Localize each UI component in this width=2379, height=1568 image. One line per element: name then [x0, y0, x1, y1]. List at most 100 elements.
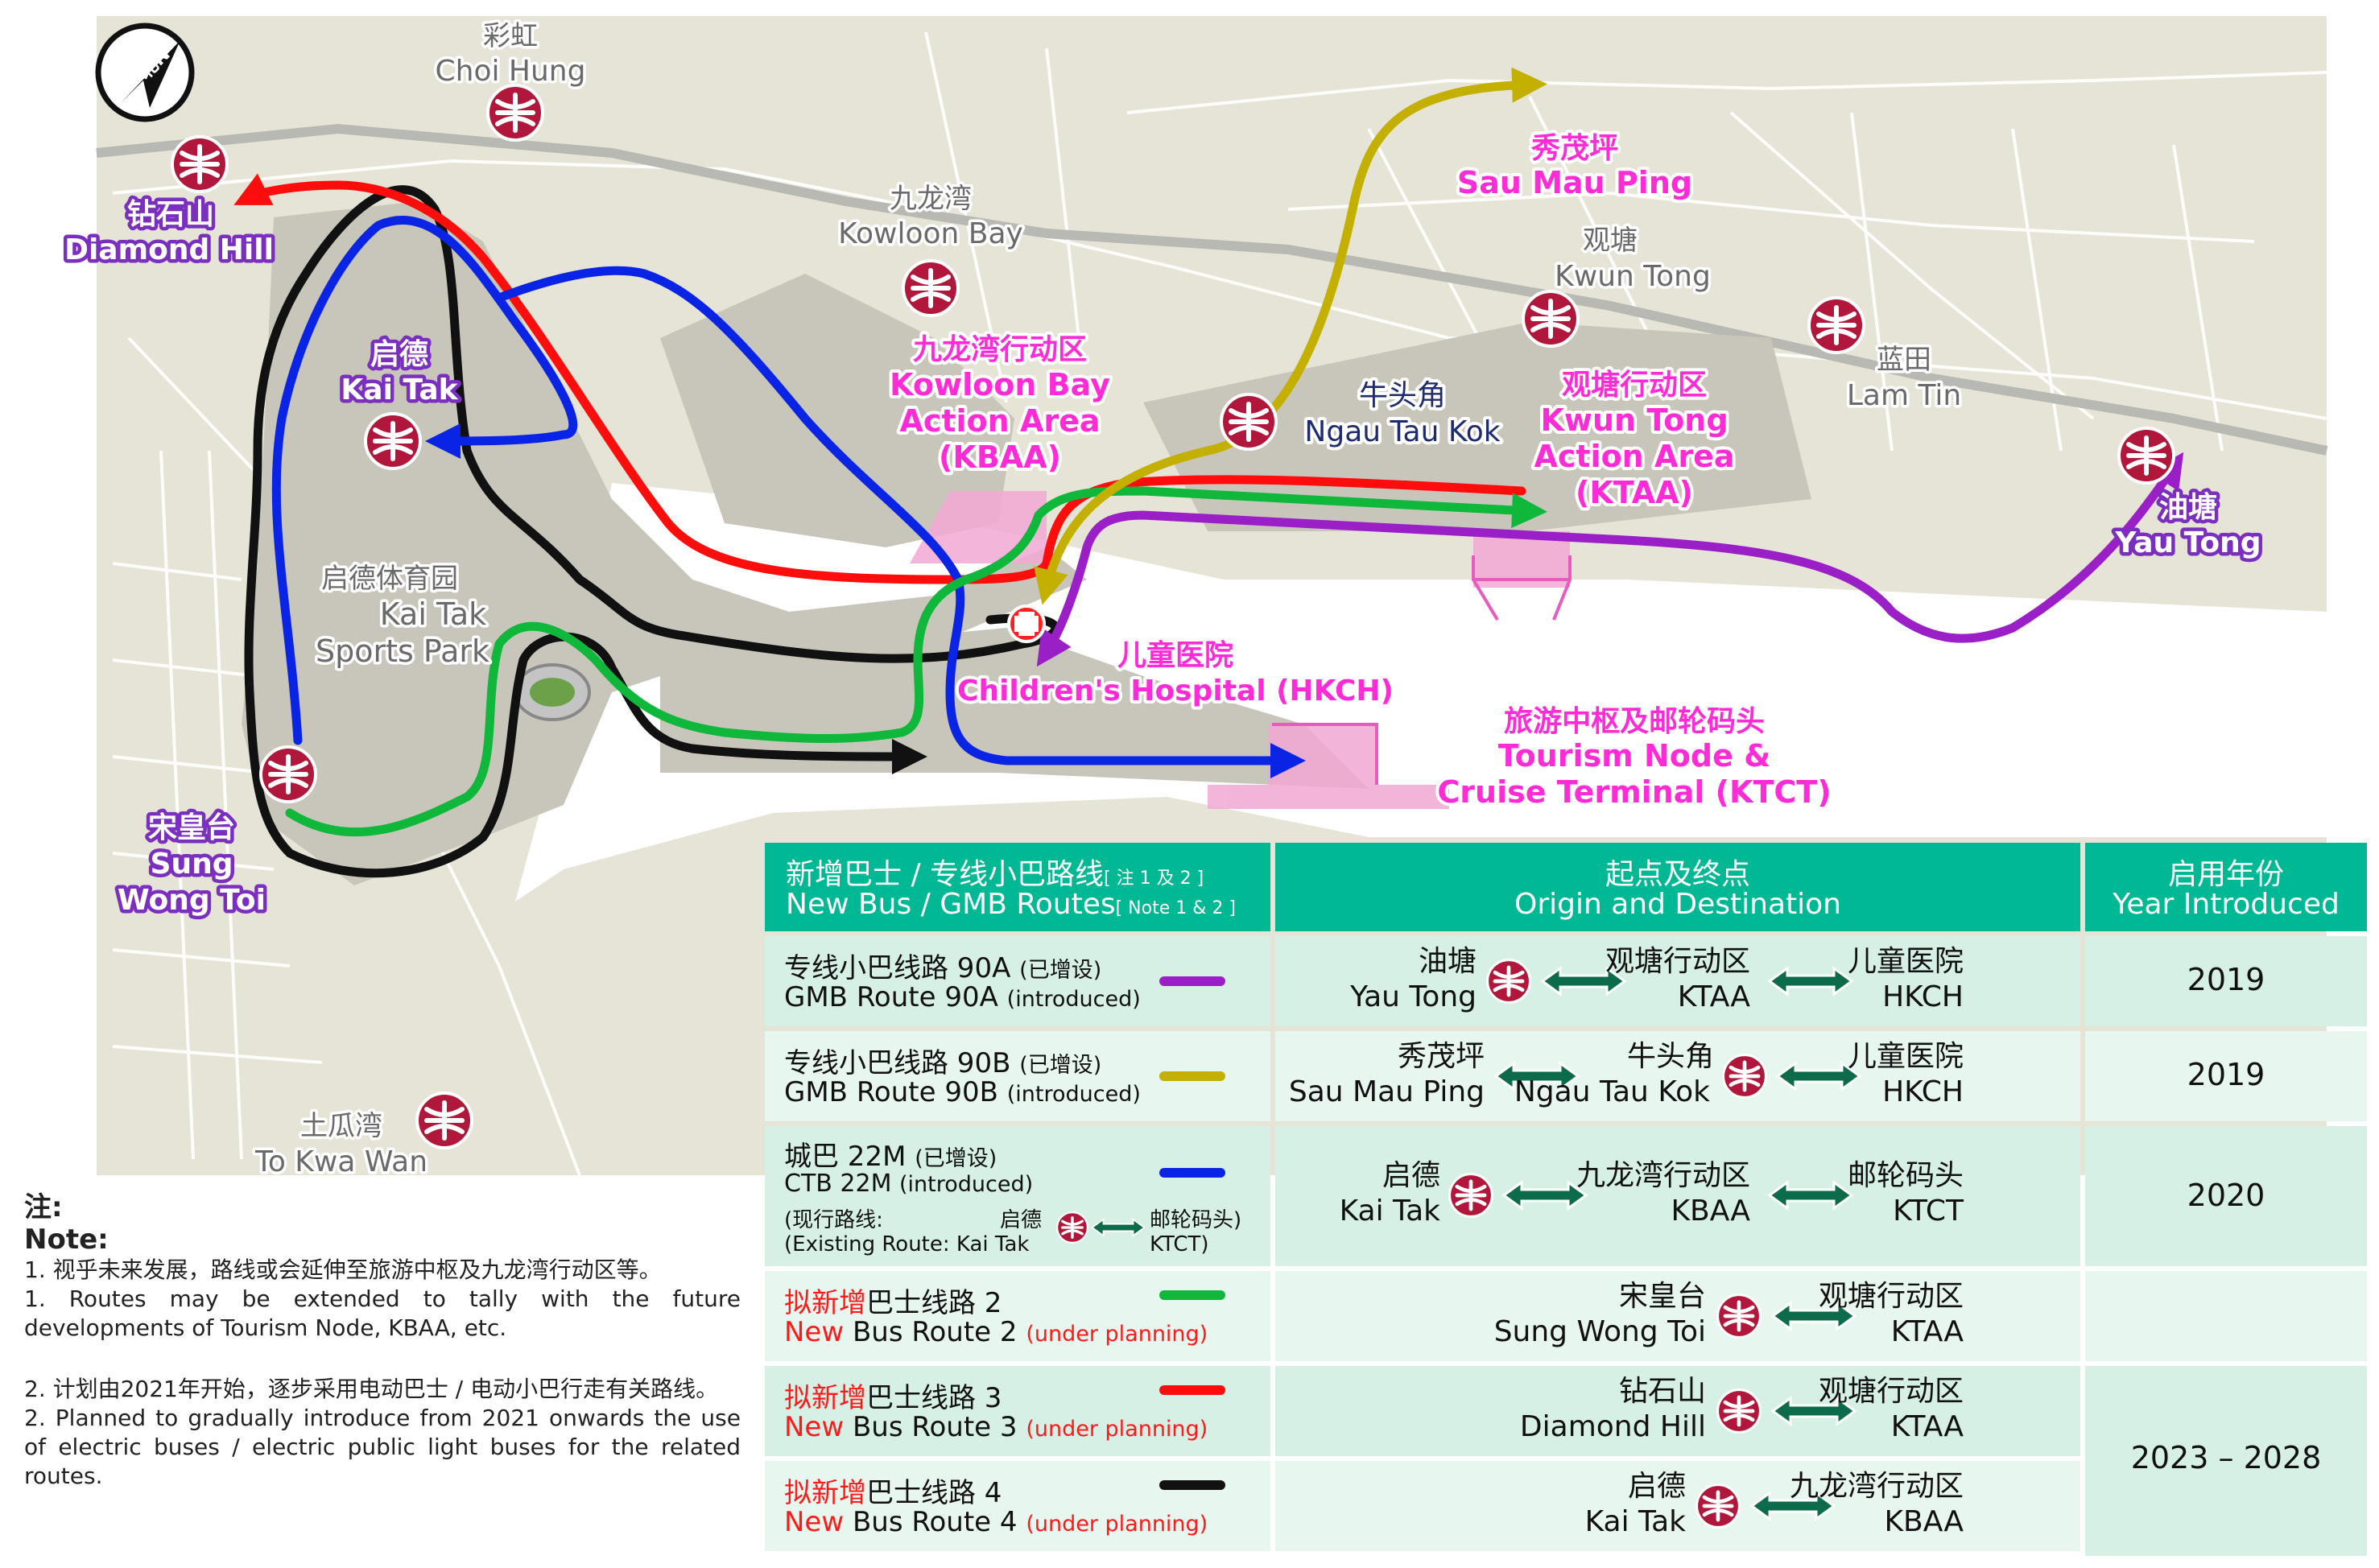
label-to-kwa-wan-zh: 土瓜湾	[300, 1110, 382, 1142]
label-sung-wong-toi-en1: Sung	[151, 848, 233, 881]
mtr-icon-diamond-hill	[172, 137, 227, 192]
via-en: KBAA	[1671, 1195, 1750, 1228]
mtr-icon	[1716, 1294, 1762, 1339]
header-year: 启用年份 Year Introduced	[2085, 843, 2367, 931]
destination-en: KTCT	[1893, 1195, 1964, 1228]
origin-zh: 启德	[1382, 1159, 1440, 1192]
route-3-zh: 巴士线路 3	[866, 1382, 1002, 1414]
label-sau-mau-ping-zh: 秀茂坪	[1530, 132, 1618, 165]
route-4-en: Bus Route 4	[852, 1506, 1018, 1538]
destination-zh: 观塘行动区	[1818, 1375, 1964, 1408]
label-kbaa-en3: (KBAA)	[939, 439, 1061, 475]
mtr-icon-sung-wong-toi	[261, 747, 316, 802]
destination-en: KBAA	[1884, 1505, 1964, 1538]
label-ktct-en1: Tourism Node &	[1498, 738, 1771, 774]
label-to-kwa-wan-en: To Kwa Wan	[254, 1145, 427, 1178]
label-ktaa-en3: (KTAA)	[1576, 475, 1693, 510]
via-en: KTAA	[1677, 980, 1750, 1013]
table-row: 拟新增巴士线路 2 New Bus Route 2 (under plannin…	[765, 1271, 2367, 1361]
mtr-icon	[1722, 1054, 1767, 1099]
header-routes-zh: 新增巴士 / 专线小巴路线	[786, 858, 1105, 891]
double-arrow-icon	[1767, 966, 1854, 997]
route-22m-loop	[271, 216, 578, 745]
route-2-en: Bus Route 2	[852, 1316, 1018, 1348]
label-ktaa-en1: Kwun Tong	[1540, 402, 1728, 438]
label-ngau-tau-kok-en: Ngau Tau Kok	[1304, 415, 1500, 448]
table-header: 新增巴士 / 专线小巴路线[ 注 1 及 2 ] New Bus / GMB R…	[765, 843, 2367, 931]
route-table: 新增巴士 / 专线小巴路线[ 注 1 及 2 ] New Bus / GMB R…	[765, 843, 2367, 1556]
mtr-icon	[1695, 1483, 1741, 1529]
route-3-swatch	[1159, 1385, 1225, 1395]
route-22m-swatch	[1159, 1168, 1225, 1178]
label-ktaa-zh: 观塘行动区	[1562, 369, 1707, 402]
mtr-icon-to-kwa-wan	[417, 1093, 472, 1148]
header-year-zh: 启用年份	[2167, 858, 2284, 891]
notes-panel: 注: Note: 1. 视乎未来发展，路线或会延伸至旅游中枢及九龙湾行动区等。 …	[24, 1191, 741, 1491]
notes-title-zh: 注:	[24, 1191, 63, 1223]
label-kbaa-zh: 九龙湾行动区	[913, 332, 1087, 366]
destination-zh: 儿童医院	[1847, 945, 1964, 978]
destination-en: KTAA	[1890, 1410, 1964, 1443]
district-map: 北N 彩虹 Choi Hung 钻石山 Diamond Hill 九龙湾 Kow…	[60, 16, 2328, 1178]
label-ktct-en2: Cruise Terminal (KTCT)	[1437, 774, 1831, 810]
mtr-icon-lam-tin	[1809, 298, 1864, 353]
header-year-en: Year Introduced	[2113, 888, 2340, 921]
route-90b-en-tag: (introduced)	[1006, 1082, 1141, 1107]
route-22m-existing-dest-en: KTCT)	[1150, 1232, 1209, 1256]
label-hkch-en: Children's Hospital (HKCH)	[957, 675, 1394, 708]
origin-en: Yau Tong	[1350, 980, 1477, 1013]
label-sau-mau-ping-en: Sau Mau Ping	[1457, 165, 1692, 200]
label-sung-wong-toi-en2: Wong Toi	[118, 884, 266, 917]
route-2-zh: 巴士线路 2	[866, 1287, 1002, 1319]
note-1-en: 1. Routes may be extended to tally with …	[24, 1285, 741, 1341]
route-22m-line	[494, 266, 1306, 778]
route-2-swatch	[1159, 1290, 1225, 1300]
origin-zh: 秀茂坪	[1397, 1040, 1485, 1073]
hospital-icon	[1007, 605, 1046, 643]
header-od-en: Origin and Destination	[1514, 888, 1841, 921]
destination-zh: 邮轮码头	[1847, 1159, 1964, 1192]
table-row: 拟新增巴士线路 4 New Bus Route 4 (under plannin…	[765, 1461, 2367, 1551]
year-introduced: 2019	[2187, 1057, 2265, 1092]
route-2-new-en: New	[784, 1316, 845, 1348]
mtr-icon	[1486, 959, 1531, 1004]
route-22m-en: CTB 22M	[784, 1170, 892, 1198]
label-kbaa-en2: Action Area	[899, 403, 1100, 439]
route-4-en-tag: (under planning)	[1026, 1512, 1208, 1537]
double-arrow-icon	[1775, 1061, 1862, 1091]
notes-title-en: Note:	[24, 1223, 109, 1256]
double-arrow-icon	[1540, 966, 1627, 997]
origin-en: Kai Tak	[1584, 1505, 1686, 1538]
route-90a-en-tag: (introduced)	[1006, 987, 1141, 1012]
via-zh: 九龙湾行动区	[1576, 1159, 1750, 1192]
note-1-zh: 1. 视乎未来发展，路线或会延伸至旅游中枢及九龙湾行动区等。	[24, 1256, 662, 1283]
origin-zh: 宋皇台	[1618, 1280, 1706, 1313]
label-yau-tong-zh: 油塘	[2159, 491, 2217, 524]
label-kbaa-en1: Kowloon Bay	[890, 367, 1110, 402]
double-arrow-icon	[1749, 1491, 1836, 1521]
route-90a-zh-tag: (已增设)	[1019, 958, 1102, 983]
route-22m-existing-origin-zh: 启德	[1000, 1208, 1043, 1232]
label-kai-tak-en: Kai Tak	[341, 373, 458, 406]
label-kai-tak-zh: 启德	[370, 338, 428, 371]
label-sports-park-zh: 启德体育园	[321, 563, 458, 595]
destination-en: KTAA	[1890, 1315, 1964, 1348]
route-4-new-en: New	[784, 1506, 845, 1538]
header-routes-en-note: [ Note 1 & 2 ]	[1115, 898, 1236, 918]
double-arrow-icon	[1770, 1301, 1857, 1331]
label-kwun-tong-en: Kwun Tong	[1555, 260, 1711, 293]
via-zh: 牛头角	[1626, 1040, 1714, 1073]
route-90b-line	[1034, 67, 1547, 605]
route-22m-existing-dest-zh: 邮轮码头)	[1150, 1208, 1242, 1232]
stadium	[514, 663, 591, 721]
label-sung-wong-toi-zh: 宋皇台	[148, 811, 235, 844]
header-routes-zh-note: [ 注 1 及 2 ]	[1104, 869, 1204, 889]
label-hkch-zh: 儿童医院	[1117, 638, 1233, 672]
label-sports-park-en2: Sports Park	[316, 633, 489, 669]
label-lam-tin-zh: 蓝田	[1877, 344, 1931, 376]
label-lam-tin-en: Lam Tin	[1847, 379, 1961, 412]
route-22m-zh: 城巴 22M	[784, 1141, 907, 1173]
route-22m-en-tag: (introduced)	[899, 1172, 1034, 1197]
route-90b-swatch	[1159, 1071, 1225, 1081]
